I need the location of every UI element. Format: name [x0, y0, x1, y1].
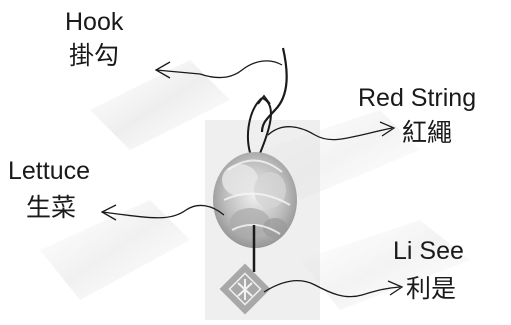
hook-wire: [260, 47, 288, 133]
lettuce-label-en: Lettuce: [8, 157, 91, 185]
li-see-label-en: Li See: [393, 237, 464, 265]
lettuce-illustration: [213, 152, 297, 248]
hook-arrow-icon: [154, 61, 171, 79]
lettuce-callout-line: [101, 204, 225, 219]
hook-label-zh: 掛勾: [69, 41, 120, 70]
red-string-callout-line: [267, 126, 393, 141]
hook-label-en: Hook: [65, 8, 124, 36]
red-string-label-zh: 紅繩: [402, 118, 453, 147]
li-see-callout-line: [263, 279, 401, 298]
lettuce-label-zh: 生菜: [26, 193, 77, 222]
lettuce-arrow-icon: [100, 204, 117, 221]
red-string-label-en: Red String: [358, 84, 477, 112]
li-see-arrow-icon: [387, 280, 404, 296]
li-see-label-zh: 利是: [406, 274, 457, 303]
hook-callout-line: [155, 60, 283, 79]
red-string-knot: [257, 94, 271, 105]
red-string-arrow-icon: [379, 121, 396, 137]
